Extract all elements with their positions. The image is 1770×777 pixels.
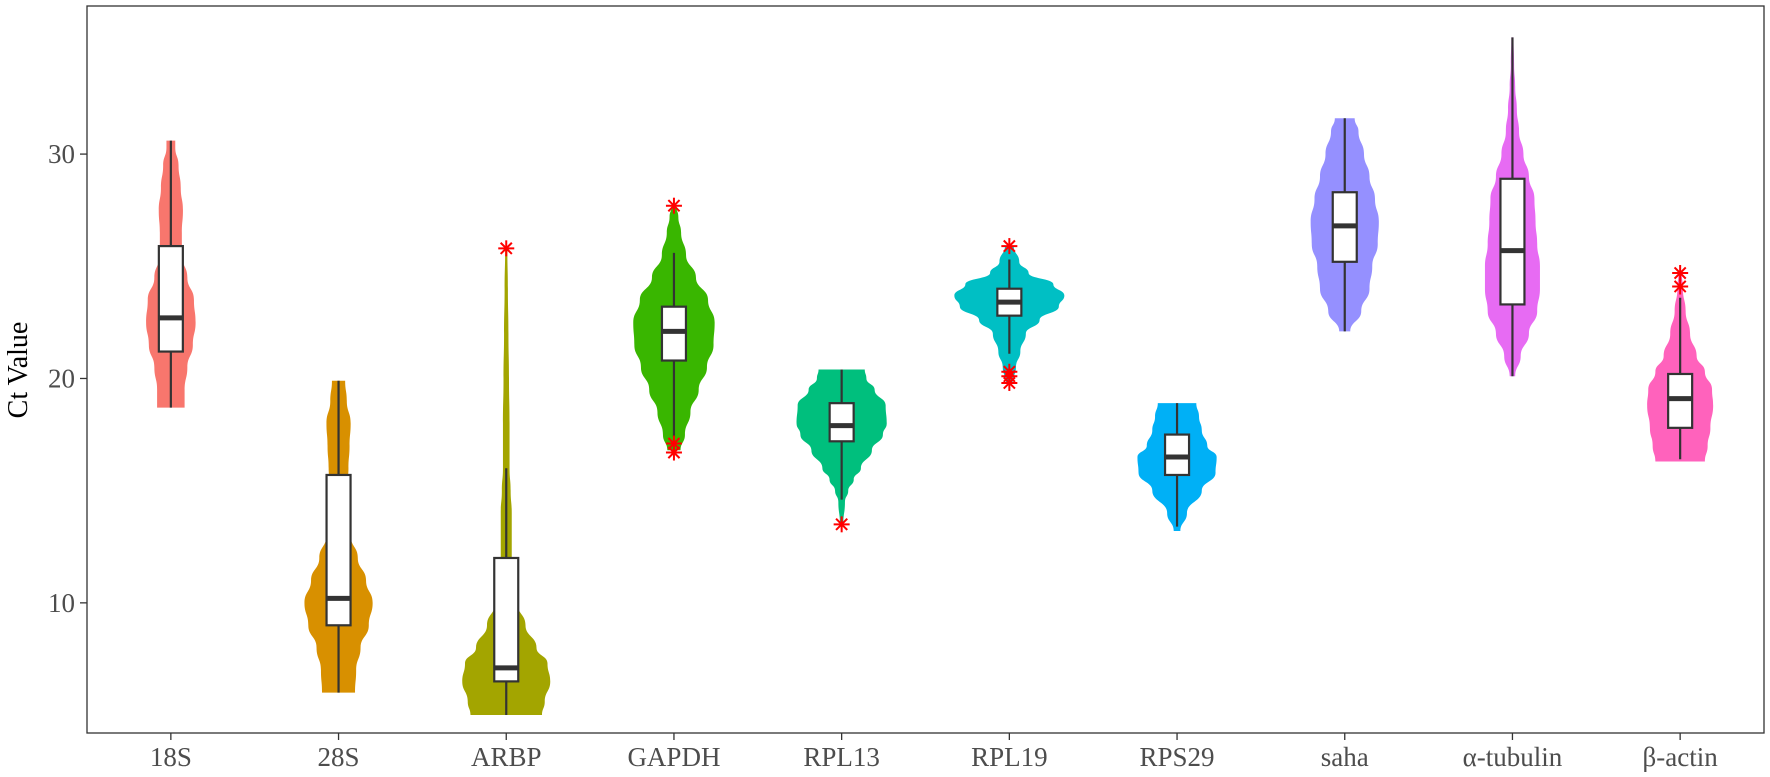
- outlier-point: [1672, 278, 1689, 295]
- violin-group-7: [1310, 118, 1379, 332]
- box: [1499, 177, 1526, 306]
- box: [493, 556, 520, 683]
- outlier-point: [665, 197, 682, 214]
- y-axis-title: Ct Value: [3, 322, 34, 419]
- x-tick-label: GAPDH: [627, 742, 720, 772]
- x-tick-label: saha: [1321, 742, 1369, 772]
- violin-group-0: [146, 140, 196, 408]
- violin-group-2: [462, 240, 551, 716]
- violin-group-9: [1647, 265, 1714, 462]
- violin-group-8: [1484, 37, 1540, 377]
- violin-group-4: [796, 369, 887, 533]
- y-tick-label: 20: [48, 363, 75, 393]
- y-tick-label: 10: [48, 588, 75, 618]
- plot-area: [146, 37, 1714, 716]
- y-tick-label: 30: [48, 139, 75, 169]
- box: [325, 473, 352, 627]
- outlier-point: [1672, 265, 1689, 282]
- outlier-point: [1001, 374, 1018, 391]
- x-tick-label: ARBP: [471, 742, 542, 772]
- violin-group-5: [954, 238, 1065, 391]
- outlier-point: [665, 444, 682, 461]
- x-tick-label: RPL13: [803, 742, 880, 772]
- box: [157, 244, 184, 353]
- plot-border: [86, 5, 1765, 734]
- outlier-point: [665, 435, 682, 452]
- outlier-point: [833, 516, 850, 533]
- x-tick-label: β-actin: [1643, 742, 1719, 772]
- axes: 18S 28S ARBP GAPDH RPL13 RPL19 RPS29 saha α-tubu…: [48, 139, 1718, 772]
- violin-group-1: [304, 380, 373, 693]
- violin-group-6: [1137, 403, 1217, 532]
- x-tick-label: RPL19: [971, 742, 1048, 772]
- x-tick-label: RPS29: [1140, 742, 1215, 772]
- violin-group-3: [633, 197, 715, 461]
- outlier-point: [498, 240, 515, 257]
- x-tick-label: 18S: [150, 742, 192, 772]
- box: [828, 402, 855, 443]
- outlier-point: [1001, 238, 1018, 255]
- x-tick-label: 28S: [318, 742, 360, 772]
- x-tick-label: α-tubulin: [1463, 742, 1563, 772]
